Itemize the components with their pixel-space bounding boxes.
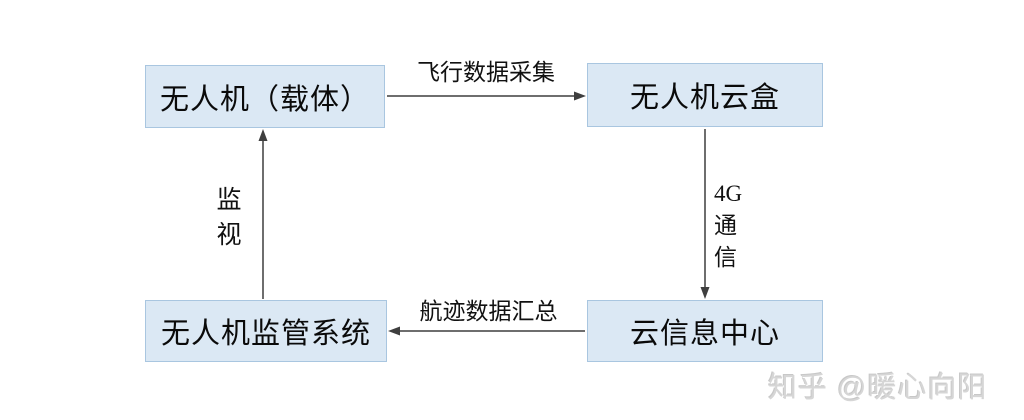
arrow-4g-communication <box>700 129 710 299</box>
edge-label-4g-communication: 4G 通 信 <box>714 181 743 271</box>
edge-label-flight-data-collection: 飞行数据采集 <box>417 60 555 85</box>
arrow-flight-data-collection <box>387 91 586 101</box>
edge-label-track-data-summary: 航迹数据汇总 <box>419 299 558 324</box>
node-drone-cloud-box: 无人机云盒 <box>587 63 823 127</box>
arrow-surveillance <box>258 129 268 299</box>
node-drone-supervision-system: 无人机监管系统 <box>145 300 387 362</box>
node-cloud-info-center: 云信息中心 <box>587 300 823 362</box>
zhihu-watermark: 知乎 @暖心向阳 <box>768 372 988 404</box>
node-drone-carrier: 无人机（载体） <box>145 65 385 128</box>
edge-label-surveillance: 监 视 <box>216 187 242 249</box>
